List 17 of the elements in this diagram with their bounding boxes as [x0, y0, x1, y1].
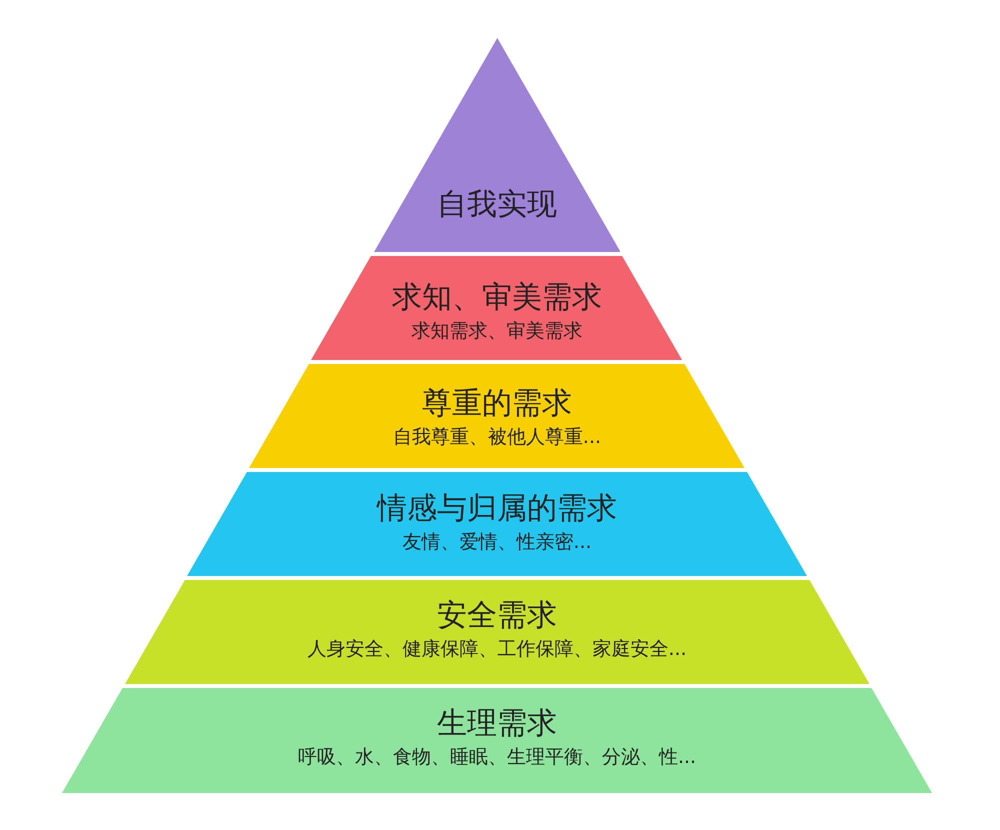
pyramid-tier — [311, 256, 682, 360]
tier-description: 求知需求、审美需求 — [411, 319, 582, 344]
pyramid-tier — [62, 688, 932, 793]
tier-title: 生理需求 — [437, 705, 557, 743]
tier-title: 自我实现 — [436, 186, 557, 224]
tier-title: 安全需求 — [436, 597, 557, 635]
pyramid-tier — [249, 364, 745, 468]
tier-title: 求知、审美需求 — [392, 279, 602, 317]
tier-description: 呼吸、水、食物、睡眠、生理平衡、分泌、性... — [298, 745, 696, 770]
pyramid-tier — [187, 472, 807, 576]
pyramid-tier — [124, 580, 870, 684]
tier-title: 尊重的需求 — [422, 385, 572, 423]
tier-description: 人身安全、健康保障、工作保障、家庭安全... — [307, 637, 687, 662]
tier-description: 友情、爱情、性亲密... — [402, 530, 592, 555]
tier-title: 情感与归属的需求 — [376, 490, 617, 528]
pyramid-tier — [374, 38, 620, 252]
tier-description: 自我尊重、被他人尊重... — [392, 425, 602, 450]
